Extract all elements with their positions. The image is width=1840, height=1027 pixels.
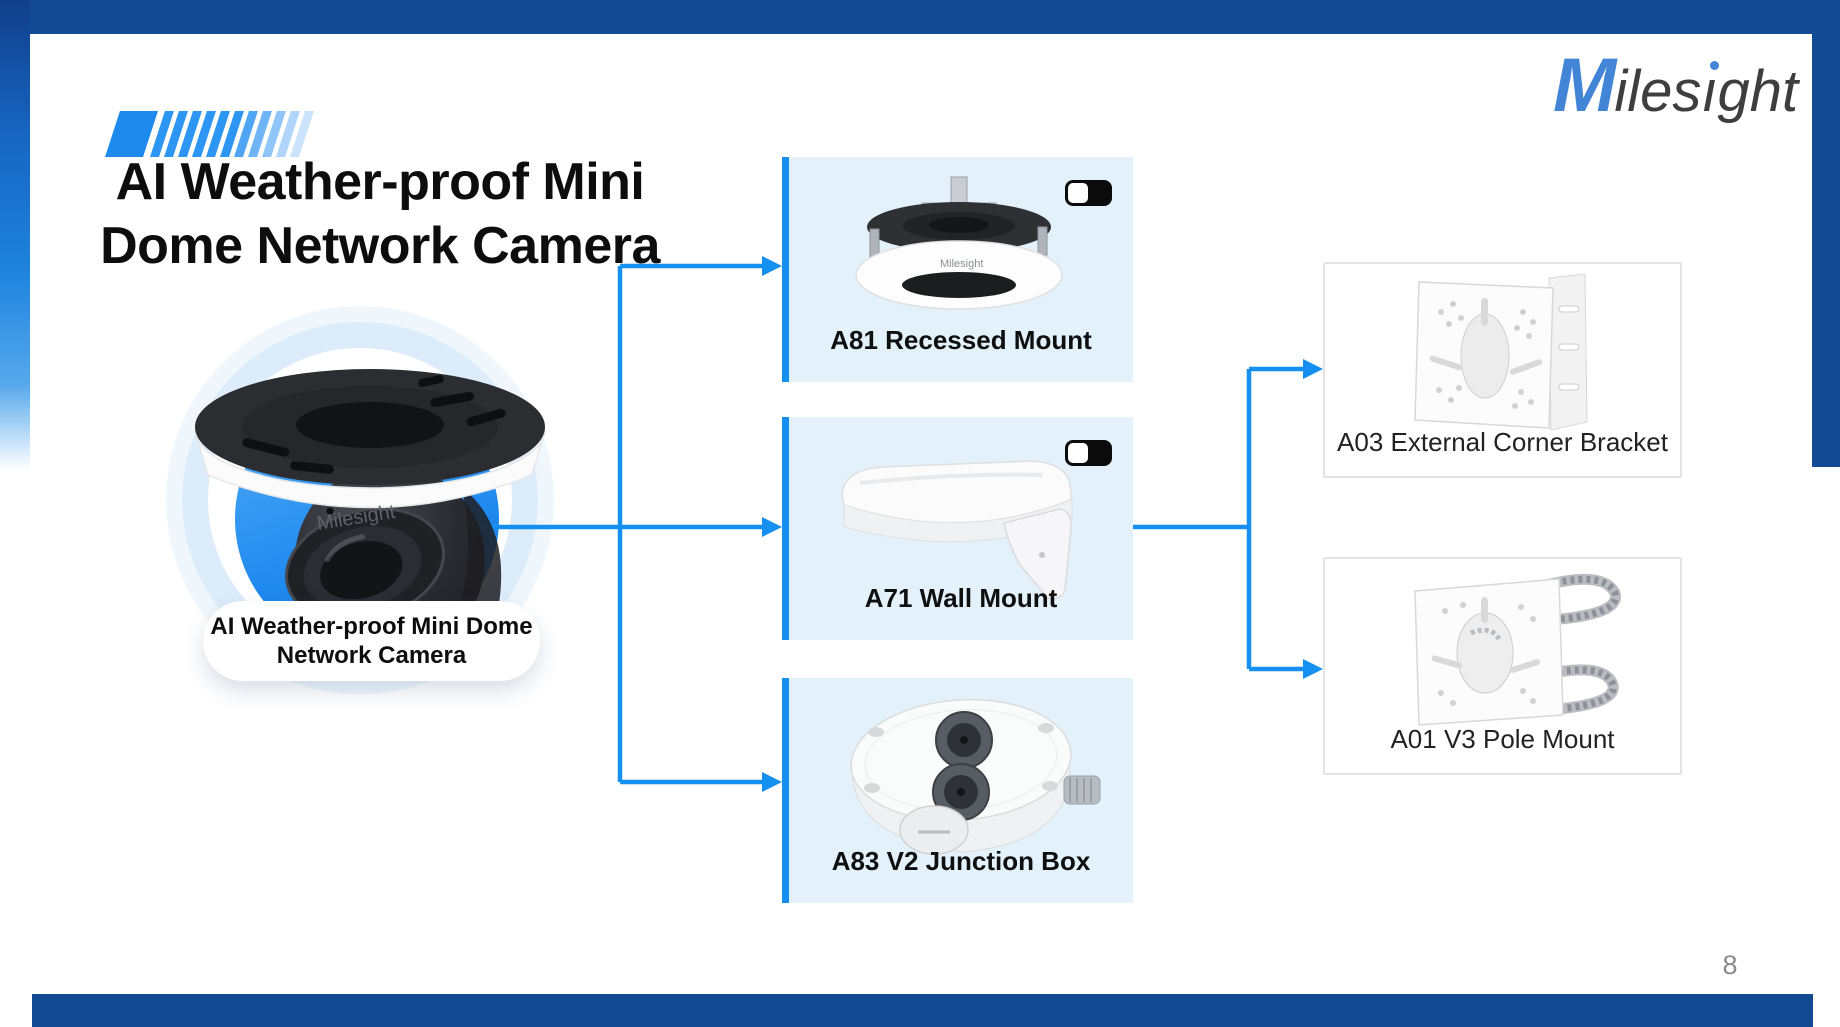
camera-product-image: Milesight: [194, 369, 546, 640]
toggle-switch-icon[interactable]: [1065, 440, 1112, 466]
logo-text: iles: [1614, 59, 1702, 124]
camera-label-line2: Network Camera: [276, 642, 467, 669]
logo-text-tail: ght: [1717, 59, 1799, 124]
bracket-card-a01: A01 V3 Pole Mount: [1323, 557, 1682, 775]
page-title-line1: AI Weather-proof Mini: [115, 153, 645, 211]
camera-label-line1: AI Weather-proof Mini Dome: [210, 613, 533, 640]
page-title-line2: Dome Network Camera: [100, 217, 660, 275]
left-gradient-strip: [0, 0, 30, 470]
a01-product-image: [1414, 573, 1621, 726]
camera-label-pill: AI Weather-proof Mini Dome Network Camer…: [203, 601, 540, 681]
svg-text:Milesight: Milesight: [940, 258, 983, 270]
logo-m: M: [1553, 43, 1616, 128]
bracket-label-a01: A01 V3 Pole Mount: [1390, 724, 1615, 754]
toggle-knob: [1068, 443, 1088, 463]
bottom-border-bar: [32, 994, 1813, 1027]
toggle-knob: [1068, 183, 1088, 203]
accessory-label-a81: A81 Recessed Mount: [830, 325, 1092, 355]
a83-product-image: [850, 698, 1101, 855]
bracket-label-a03: A03 External Corner Bracket: [1337, 427, 1668, 457]
logo-i-blue-dot: ı: [1701, 59, 1718, 124]
accessory-card-a81: Milesight A81 Recessed Mount: [782, 157, 1133, 382]
milesight-logo: Milesıght: [1553, 42, 1798, 129]
a03-product-image: [1414, 273, 1588, 431]
right-border-strip: [1812, 0, 1840, 467]
toggle-switch-icon[interactable]: [1065, 180, 1112, 206]
top-border-bar: [0, 0, 1840, 34]
a71-product-image: [841, 460, 1073, 600]
bracket-card-a03: A03 External Corner Bracket: [1323, 262, 1682, 478]
accessory-label-a83: A83 V2 Junction Box: [831, 846, 1091, 876]
camera-white-band: [194, 429, 546, 509]
accessory-card-a71: A71 Wall Mount: [782, 417, 1133, 640]
accessory-label-a71: A71 Wall Mount: [864, 583, 1058, 613]
page-number: 8: [1722, 950, 1738, 980]
page-title: AI Weather-proof Mini Dome Network Camer…: [60, 150, 700, 278]
accessory-card-a83: A83 V2 Junction Box: [782, 678, 1133, 903]
a81-product-image: Milesight: [855, 176, 1063, 310]
